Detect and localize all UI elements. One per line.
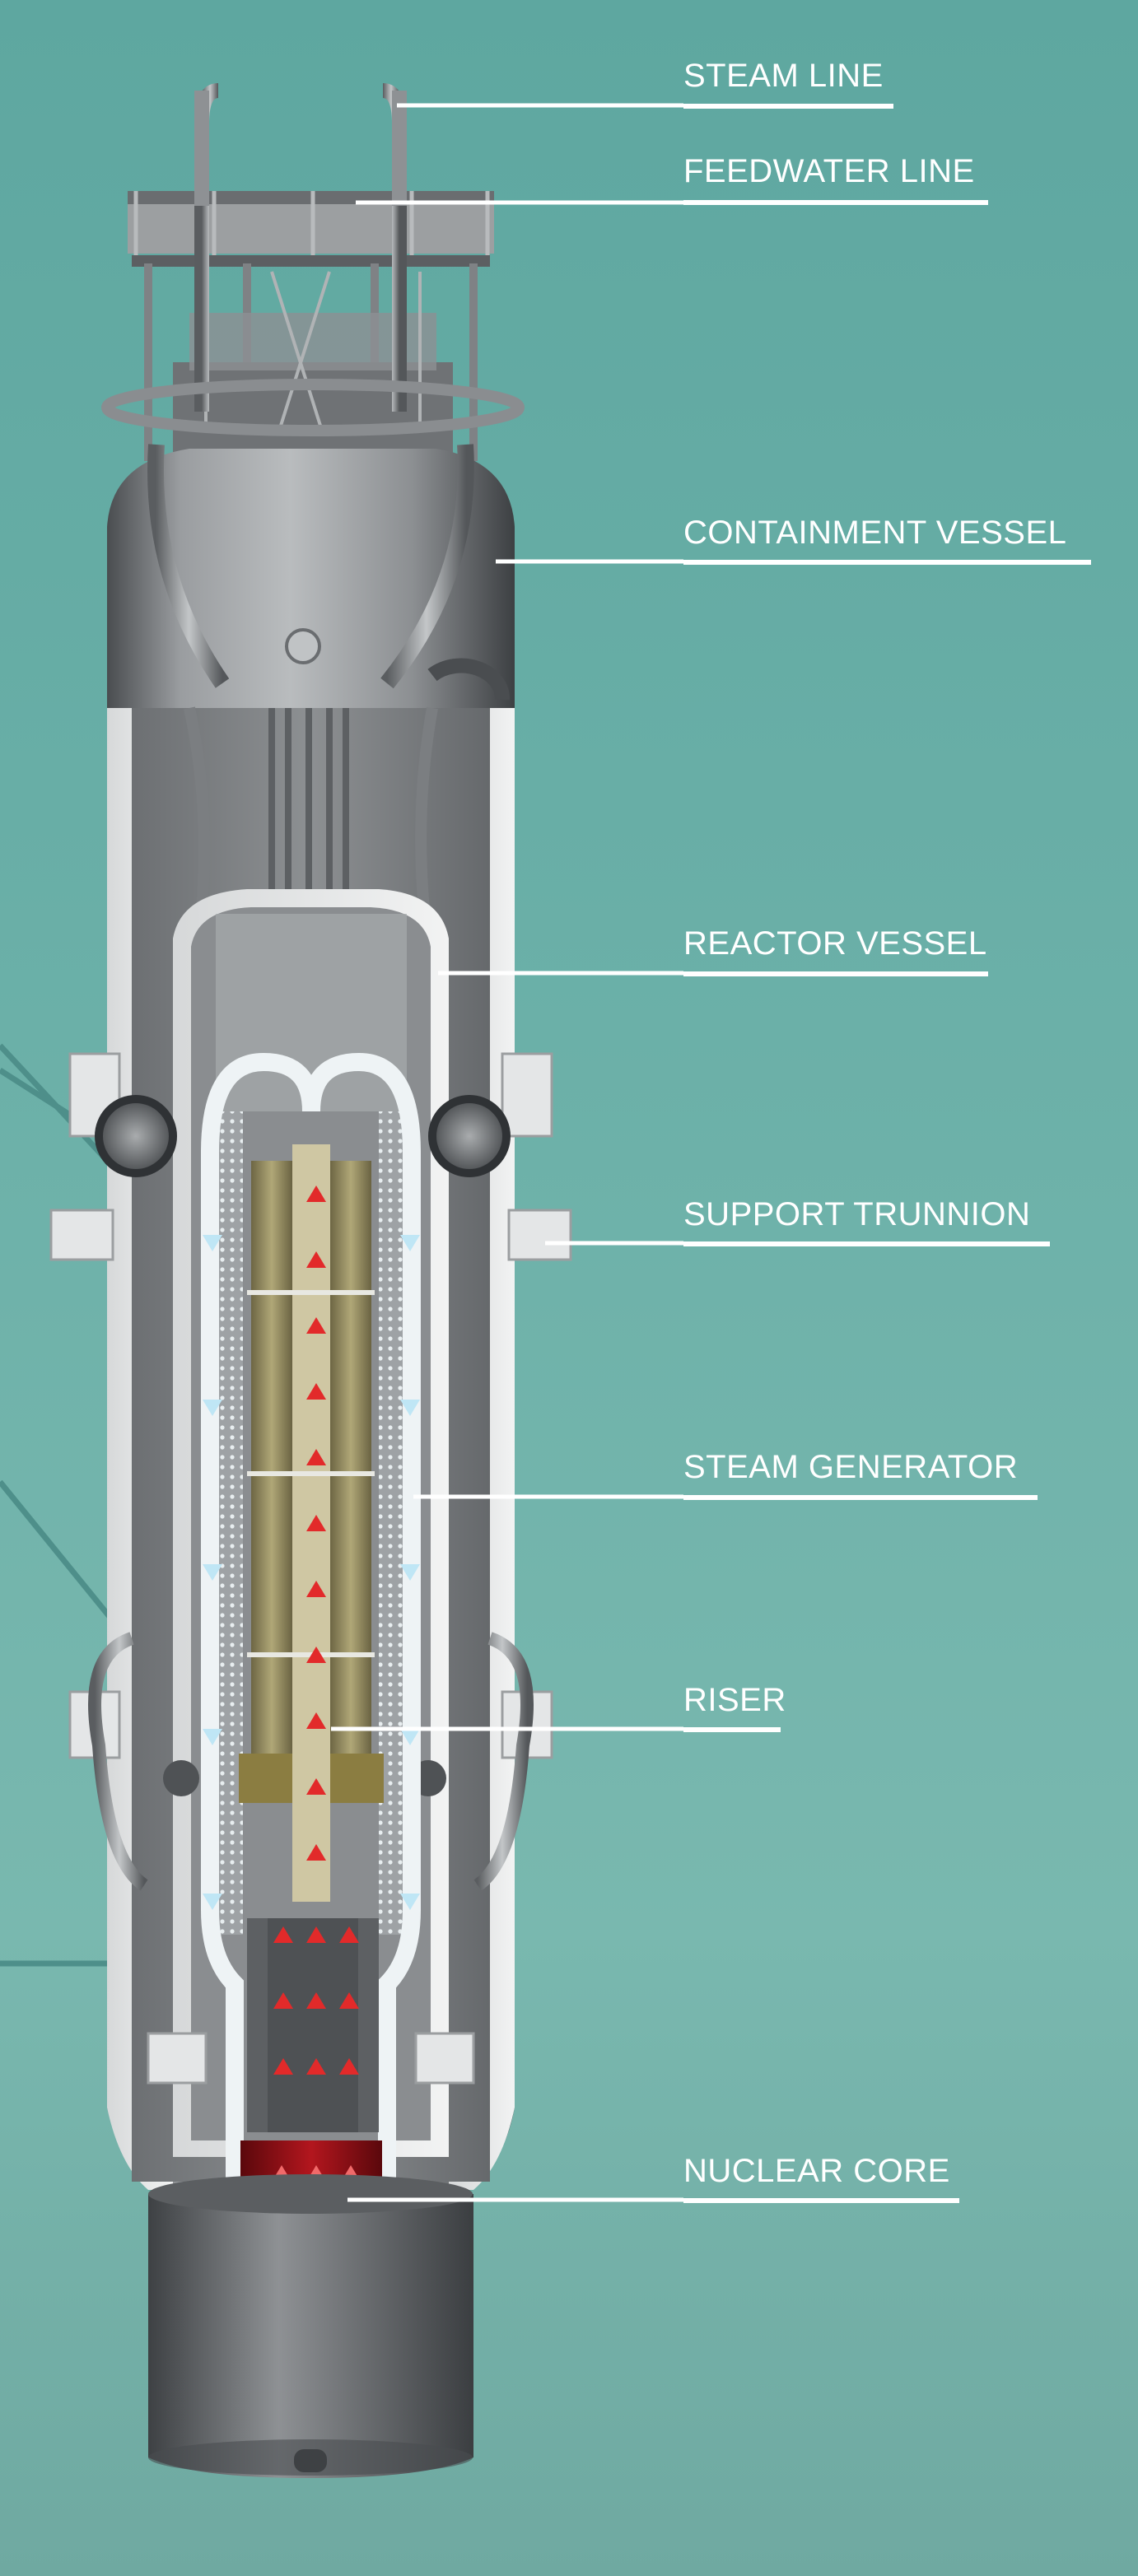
underline-nuclear-core	[683, 2198, 959, 2203]
underline-steam-generator	[683, 1495, 1038, 1500]
underline-reactor-vessel	[683, 971, 988, 976]
underline-steam-line	[683, 104, 893, 109]
hot-flow-arrows	[306, 1186, 326, 1861]
label-steam-generator: STEAM GENERATOR	[683, 1449, 1019, 1485]
underline-support-trunnion	[683, 1241, 1050, 1246]
label-riser: RISER	[683, 1682, 786, 1718]
underline-containment-vessel	[683, 560, 1091, 565]
underline-riser	[683, 1727, 781, 1732]
label-nuclear-core: NUCLEAR CORE	[683, 2153, 950, 2189]
top-platform	[101, 83, 525, 461]
label-containment-vessel: CONTAINMENT VESSEL	[683, 515, 1067, 551]
underline-feedwater-line	[683, 200, 988, 205]
cool-flow-arrows	[203, 1235, 420, 1910]
leader-lines	[331, 103, 683, 2202]
label-feedwater-line: FEEDWATER LINE	[683, 153, 975, 189]
label-reactor-vessel: REACTOR VESSEL	[683, 925, 987, 962]
label-support-trunnion: SUPPORT TRUNNION	[683, 1196, 1031, 1232]
containment-bottom	[148, 2194, 473, 2478]
label-steam-line: STEAM LINE	[683, 58, 884, 94]
